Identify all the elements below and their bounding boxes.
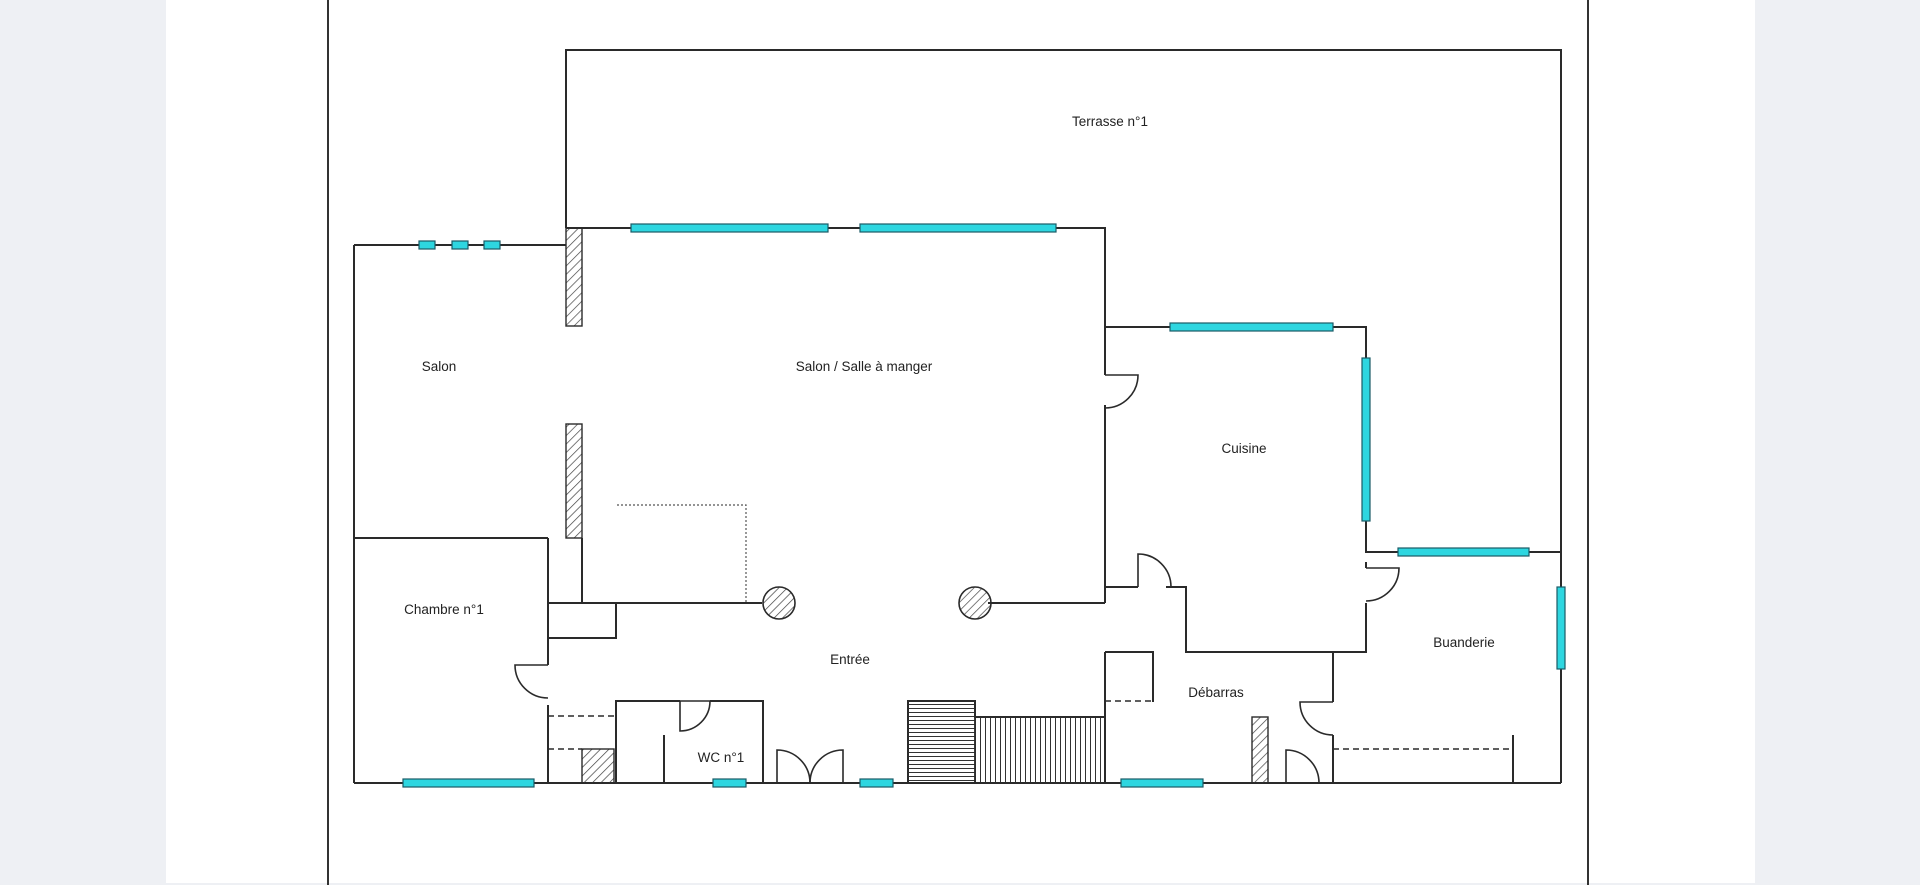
window-chambre-south — [402, 778, 535, 788]
window-living-north-1 — [630, 223, 829, 233]
hatch-pillar-debarras — [1251, 716, 1269, 784]
label-chambre: Chambre n°1 — [404, 602, 484, 617]
wall-north-main — [566, 227, 1561, 553]
door-entry-left — [776, 749, 811, 784]
doors — [514, 374, 1400, 784]
column-right — [958, 586, 992, 620]
window-salon-1 — [418, 240, 436, 250]
door-kitchen-entry — [1137, 553, 1172, 588]
columns — [762, 586, 992, 620]
wall-wc-right — [710, 700, 764, 783]
hatched-walls — [565, 227, 1269, 784]
wall-kitchen-closet — [1166, 586, 1367, 653]
label-salon-salle-a-manger: Salon / Salle à manger — [796, 359, 933, 374]
window-living-north-2 — [859, 223, 1057, 233]
label-debarras: Débarras — [1188, 685, 1244, 700]
window-buanderie-north — [1397, 547, 1530, 557]
hatch-pillar-mid — [565, 423, 583, 539]
door-salon-kitchen — [1104, 374, 1139, 409]
window-salon-2 — [451, 240, 469, 250]
stairs-flight — [974, 716, 1106, 784]
walls — [353, 49, 1562, 784]
label-wc: WC n°1 — [698, 750, 745, 765]
window-kitchen-north — [1169, 322, 1334, 332]
window-buanderie-east — [1556, 586, 1566, 670]
terrace-outline — [565, 49, 1562, 552]
wall-wc — [615, 700, 680, 783]
dashed-lines — [547, 538, 1513, 783]
hatch-pillar-north — [565, 227, 583, 327]
windows — [402, 223, 1566, 788]
door-buanderie-south — [1285, 749, 1320, 784]
door-chambre — [514, 664, 549, 699]
wall-debarras-inner — [1105, 651, 1154, 702]
label-buanderie: Buanderie — [1433, 635, 1495, 650]
door-wc — [679, 700, 711, 732]
window-wc-south — [712, 778, 747, 788]
door-debarras — [1299, 701, 1334, 736]
plan-frame — [327, 0, 1589, 885]
window-kitchen-east — [1361, 357, 1371, 522]
wall-closet-chambre — [548, 602, 617, 639]
room-labels: Terrasse n°1 Salon Salon / Salle à mange… — [404, 114, 1495, 765]
window-salon-3 — [483, 240, 501, 250]
column-left — [762, 586, 796, 620]
window-entry-south — [859, 778, 894, 788]
door-entry-right — [809, 749, 844, 784]
door-kitchen-buanderie — [1365, 567, 1400, 602]
stairs-landing — [907, 700, 976, 784]
label-terrasse: Terrasse n°1 — [1072, 114, 1148, 129]
label-entree: Entrée — [830, 652, 870, 667]
label-salon: Salon — [422, 359, 457, 374]
window-debarras-south — [1120, 778, 1204, 788]
label-cuisine: Cuisine — [1221, 441, 1266, 456]
stairs — [907, 700, 1106, 784]
hatch-pillar-wc — [581, 748, 615, 784]
dotted-table-outline — [617, 504, 747, 603]
